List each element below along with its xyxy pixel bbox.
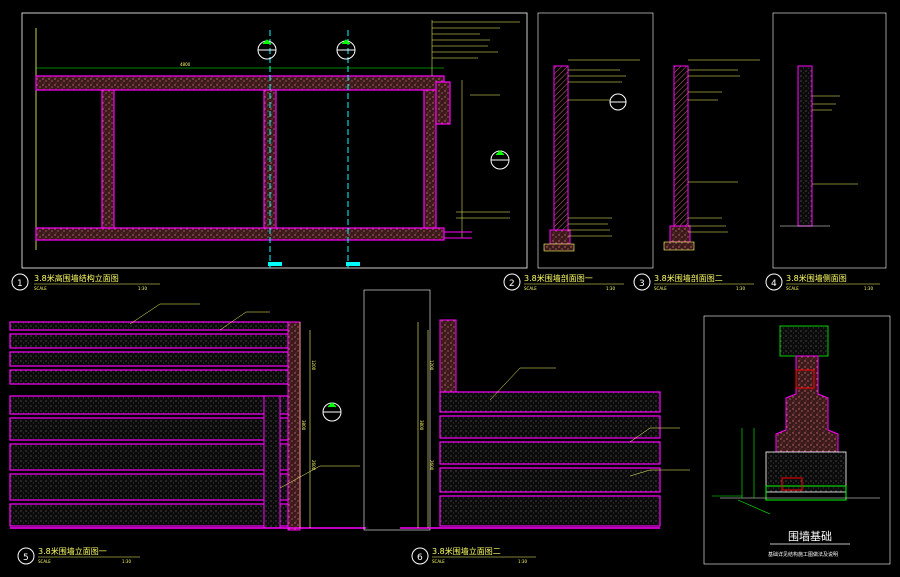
title-scale-1: 1:30 <box>138 286 147 291</box>
title-num-5: 5 <box>23 553 29 563</box>
title-prefix-4: SCALE <box>786 286 799 291</box>
title-prefix-3: SCALE <box>654 286 667 291</box>
dim-total-width: 4800 <box>180 62 191 67</box>
title-text-5: 3.8米围墙立面图一 <box>38 546 107 556</box>
title-prefix-1: SCALE <box>34 286 47 291</box>
dim-1200-b: 1200 <box>429 360 434 371</box>
title-scale-4: 1:30 <box>864 286 873 291</box>
title-scale-2: 1:30 <box>606 286 615 291</box>
section-marker-c[interactable] <box>490 150 510 170</box>
title-text-3: 3.8米围墙剖面图二 <box>654 273 723 283</box>
title-num-6: 6 <box>417 553 423 563</box>
title-num-1: 1 <box>17 279 23 289</box>
section-marker-b[interactable] <box>336 39 356 60</box>
dim-2600-b: 2600 <box>429 460 434 471</box>
section-marker-a[interactable] <box>257 39 277 60</box>
dim-2600-a: 2600 <box>311 460 316 471</box>
view-1-structural-elevation: 4800 <box>21 12 528 269</box>
title-block-2[interactable]: 2 3.8米围墙剖面图一 SCALE 1:30 <box>503 273 624 291</box>
title-num-3: 3 <box>639 279 645 289</box>
title-prefix-2: SCALE <box>524 286 537 291</box>
title-num-4: 4 <box>771 279 777 289</box>
section-marker-e[interactable] <box>322 402 342 422</box>
foundation-title: 围墙基础 <box>788 529 832 543</box>
title-block-3[interactable]: 3 3.8米围墙剖面图二 SCALE 1:30 <box>633 273 754 291</box>
title-text-1: 3.8米高围墙结构立面图 <box>34 273 119 283</box>
title-block-1[interactable]: 1 3.8米高围墙结构立面图 SCALE 1:30 <box>11 273 160 291</box>
view-6-elevation-two: 1200 3800 2600 <box>363 289 690 531</box>
dim-3800-a: 3800 <box>301 420 306 431</box>
title-text-4: 3.8米围墙侧面图 <box>786 273 847 283</box>
view-4-side-view <box>772 12 887 269</box>
title-scale-6: 1:30 <box>518 559 527 564</box>
section-marker-d[interactable] <box>609 93 627 111</box>
title-block-5[interactable]: 5 3.8米围墙立面图一 SCALE 1:30 <box>17 546 140 565</box>
title-block-6[interactable]: 6 3.8米围墙立面图二 SCALE 1:30 <box>411 546 536 565</box>
title-prefix-5: SCALE <box>38 559 51 564</box>
foundation-subtitle: 基础详见结构施工图做法及说明 <box>768 551 838 558</box>
dim-3800-b: 3800 <box>419 420 424 431</box>
title-prefix-6: SCALE <box>432 559 445 564</box>
title-scale-5: 1:30 <box>122 559 131 564</box>
foundation-detail: 围墙基础 基础详见结构施工图做法及说明 <box>703 315 891 565</box>
dim-1200-a: 1200 <box>311 360 316 371</box>
title-num-2: 2 <box>509 279 515 289</box>
title-block-4[interactable]: 4 3.8米围墙侧面图 SCALE 1:30 <box>765 273 880 291</box>
view-2-section-one <box>537 12 654 269</box>
view-5-elevation-one: 1200 3800 2600 <box>9 303 366 531</box>
title-scale-3: 1:30 <box>736 286 745 291</box>
view-3-section-two <box>663 59 760 251</box>
title-text-6: 3.8米围墙立面图二 <box>432 546 501 556</box>
title-text-2: 3.8米围墙剖面图一 <box>524 273 593 283</box>
